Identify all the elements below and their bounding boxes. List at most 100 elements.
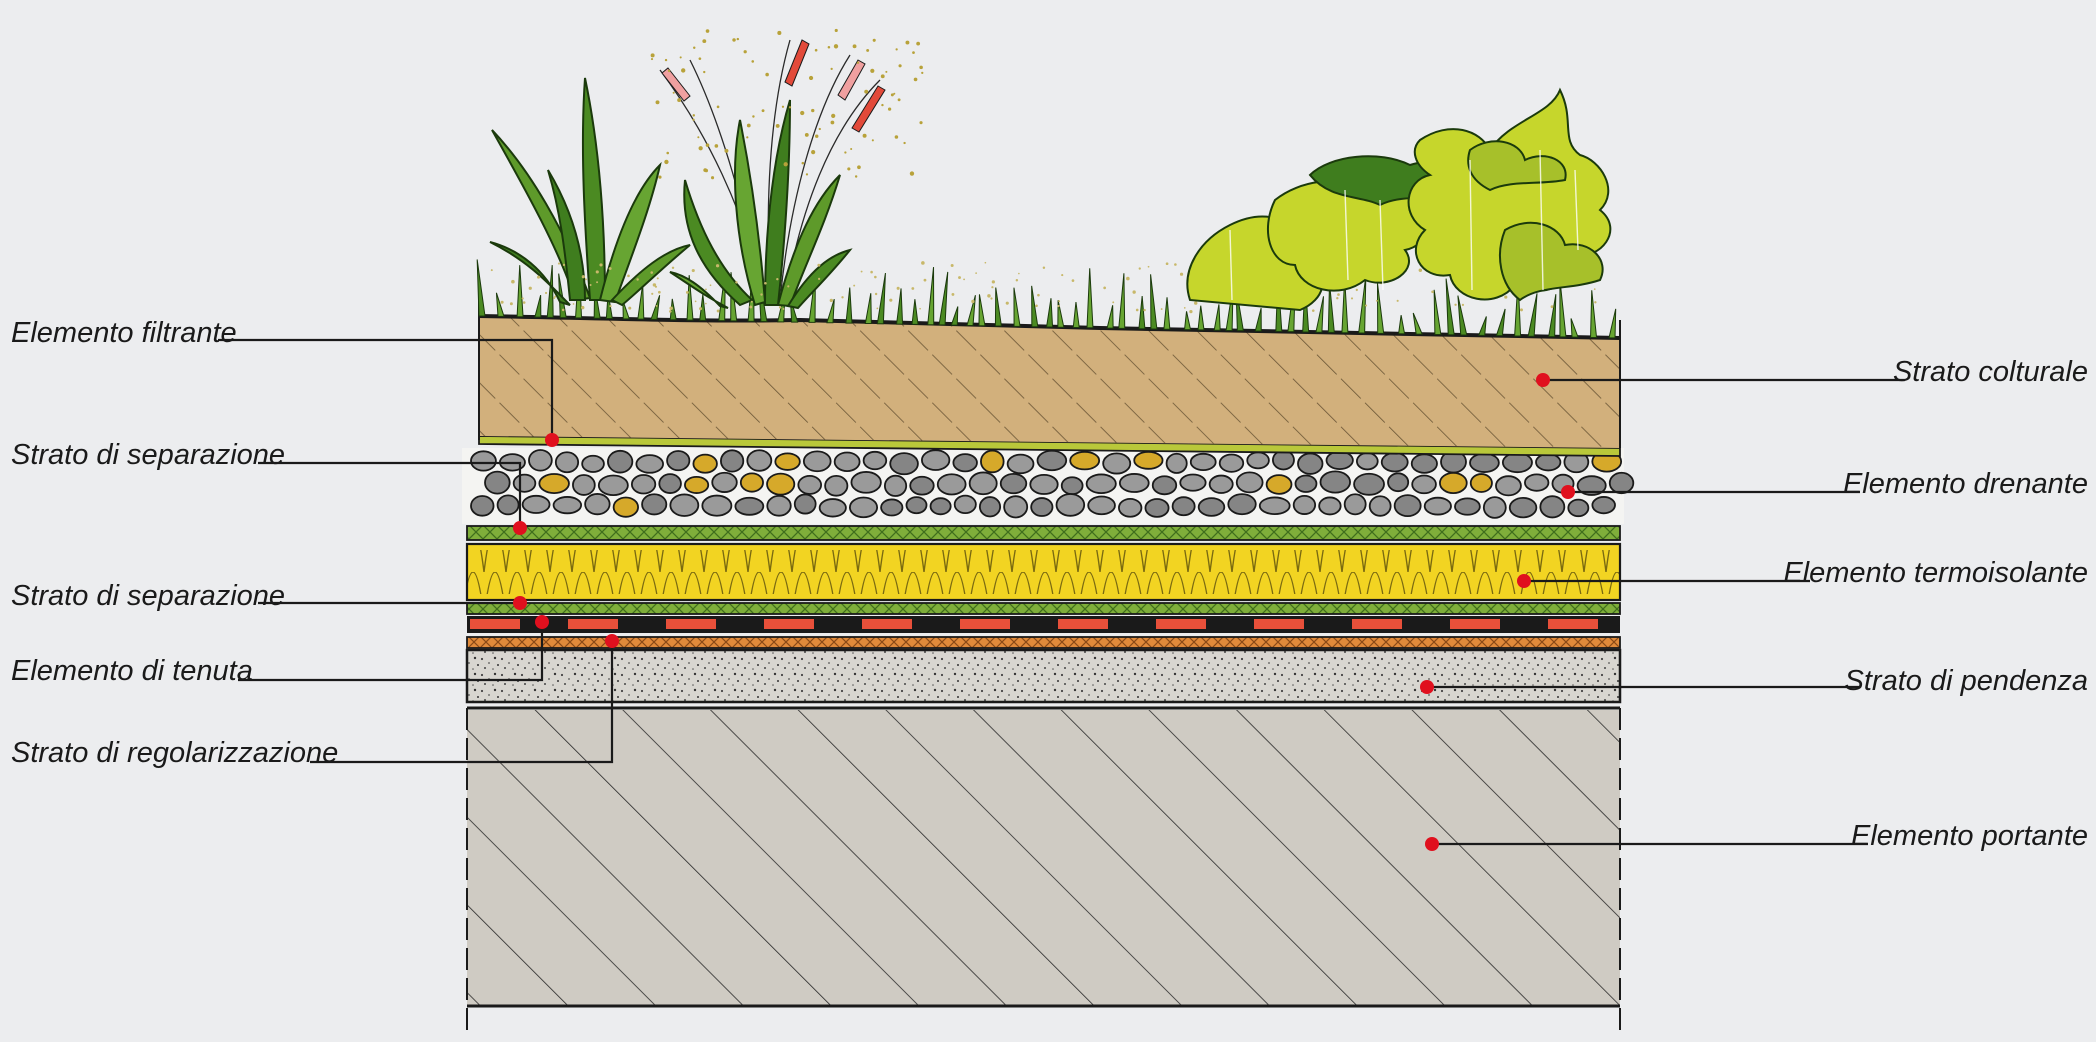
- grass-blade: [896, 288, 904, 325]
- grass-blade: [1031, 285, 1039, 328]
- growing-medium-layer: [478, 300, 1621, 448]
- seed-dot: [778, 306, 782, 309]
- seed-dot: [817, 263, 821, 267]
- plant-middle: [490, 28, 1601, 314]
- seed-dot: [1057, 304, 1060, 308]
- grass-blade: [1138, 296, 1146, 330]
- gravel-stone: [635, 454, 664, 474]
- seed-dot: [705, 302, 707, 305]
- seed-dot: [652, 283, 657, 287]
- seed-dot: [874, 275, 877, 279]
- gravel-stone: [921, 449, 951, 471]
- marker-drenante: [1561, 485, 1575, 499]
- gravel-stone: [1118, 473, 1150, 493]
- gravel-stone: [1393, 494, 1422, 518]
- seed-dot: [788, 106, 792, 109]
- gravel-stone: [1380, 451, 1409, 473]
- seed-dot: [685, 290, 689, 294]
- structural-slab: [466, 706, 1621, 1030]
- seed-dot: [897, 98, 901, 102]
- seed-dot: [1594, 301, 1597, 304]
- gravel-stone: [1208, 474, 1234, 494]
- gravel-stone: [1495, 475, 1522, 497]
- marker-separazione2: [513, 596, 527, 610]
- waterproofing-stripe: [960, 619, 1010, 629]
- seed-dot: [890, 93, 894, 97]
- seed-dot: [909, 171, 915, 176]
- seed-dot: [581, 275, 585, 279]
- label-termoisolante: Elemento termoisolante: [1783, 557, 2088, 589]
- seed-dot: [781, 105, 785, 108]
- seed-dot: [870, 270, 873, 274]
- seed-dot: [750, 300, 753, 303]
- gravel-stone: [952, 453, 978, 473]
- gravel-stone: [1508, 496, 1538, 519]
- gravel-stone: [1411, 474, 1437, 495]
- gravel-stone: [1535, 453, 1562, 472]
- seed-dot: [561, 308, 565, 312]
- seed-dot: [1015, 279, 1019, 282]
- seed-dot: [1519, 308, 1523, 312]
- grass-blade: [1327, 282, 1335, 333]
- seed-dot: [595, 270, 599, 274]
- gravel-stone: [883, 474, 908, 497]
- seed-dot: [702, 39, 707, 44]
- seed-dot: [724, 148, 729, 153]
- waterproofing-stripe: [1254, 619, 1304, 629]
- seed-dot: [562, 263, 566, 267]
- seed-dot: [919, 307, 921, 310]
- seed-dot: [827, 45, 831, 49]
- grass-blade: [1398, 315, 1406, 335]
- waterproofing-stripe: [666, 619, 716, 629]
- seed-dot: [1183, 307, 1186, 309]
- grass-blade: [1150, 274, 1158, 330]
- seed-dot: [951, 293, 955, 296]
- gravel-stone: [572, 474, 596, 496]
- gravel-stone: [880, 498, 904, 517]
- gravel-stone: [929, 497, 952, 516]
- seed-dot: [1132, 290, 1136, 294]
- seed-dot: [1189, 309, 1193, 314]
- gravel-stone: [521, 494, 551, 514]
- grass-blade: [1412, 312, 1423, 335]
- grass-blade: [650, 295, 661, 320]
- seed-dot: [746, 123, 751, 128]
- seed-dot: [752, 115, 755, 118]
- seed-dot: [1454, 303, 1457, 306]
- marker-tenuta: [535, 615, 549, 629]
- seed-dot: [628, 306, 632, 310]
- seed-dot: [971, 299, 975, 304]
- waterproofing-layer: [467, 616, 1620, 633]
- waterproofing-stripe: [1548, 619, 1598, 629]
- gravel-stone: [701, 494, 733, 517]
- gravel-stone: [666, 450, 691, 472]
- gravel-stone: [1102, 452, 1132, 475]
- label-filtrante: Elemento filtrante: [11, 317, 237, 349]
- gravel-stone: [802, 450, 832, 473]
- gravel-stone: [612, 496, 639, 518]
- grass-blade: [1163, 297, 1171, 330]
- seed-dot: [693, 46, 696, 50]
- seed-dot: [911, 287, 915, 290]
- seed-dot: [710, 176, 715, 180]
- seed-dot: [864, 89, 869, 94]
- waterproofing-stripe: [1352, 619, 1402, 629]
- grass-blade: [1213, 304, 1221, 331]
- seed-dot: [664, 159, 669, 165]
- seed-dot: [833, 44, 839, 49]
- gravel-stone: [641, 493, 668, 516]
- seed-dot: [831, 113, 836, 118]
- seed-dot: [1174, 263, 1177, 266]
- gravel-stone: [766, 494, 792, 517]
- seed-dot: [1337, 293, 1340, 296]
- seed-dot: [991, 280, 995, 284]
- label-colturale: Strato colturale: [1893, 356, 2088, 388]
- grass-blade: [1057, 300, 1065, 328]
- gravel-stone: [581, 454, 605, 473]
- grass-blade: [1559, 279, 1567, 338]
- seed-dot: [761, 109, 765, 113]
- seed-dot: [800, 110, 805, 116]
- seed-dot: [664, 58, 668, 62]
- seed-dot: [751, 60, 755, 63]
